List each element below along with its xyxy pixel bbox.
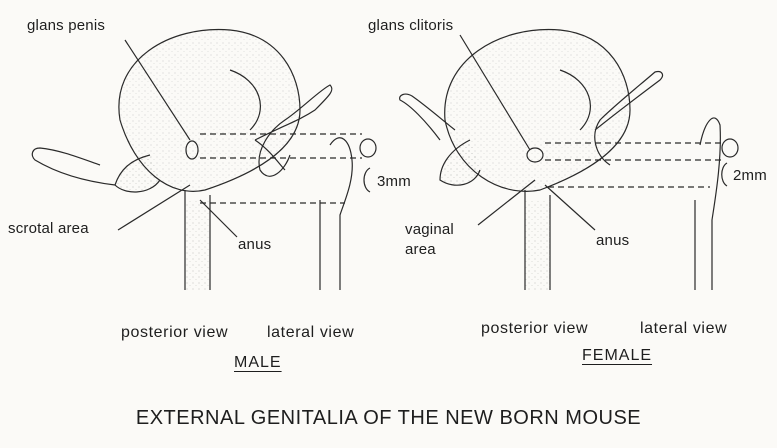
label-glans-penis: glans penis [27,17,105,34]
label-glans-clitoris: glans clitoris [368,17,453,34]
male-lateral-view-caption: lateral view [267,324,354,342]
male-lateral-view [320,138,352,290]
label-vaginal-area: vaginal area [405,220,465,260]
label-female-anus: anus [596,232,629,249]
female-lateral-view-caption: lateral view [640,320,727,338]
female-posterior-view-caption: posterior view [481,320,588,338]
female-lateral-view [695,118,720,290]
label-female-distance: 2mm [733,167,767,184]
male-drawing [32,30,376,290]
figure-title: EXTERNAL GENITALIA OF THE NEW BORN MOUSE [0,407,777,430]
female-distance-bracket [722,163,727,186]
label-male-distance: 3mm [377,173,411,190]
male-sex-label: MALE [234,354,282,372]
male-posterior-view-caption: posterior view [121,324,228,342]
label-male-anus: anus [238,236,271,253]
female-sex-label: FEMALE [582,347,652,365]
male-left-foot [32,148,115,185]
label-scrotal-area: scrotal area [8,220,89,237]
male-distance-bracket [364,168,370,192]
